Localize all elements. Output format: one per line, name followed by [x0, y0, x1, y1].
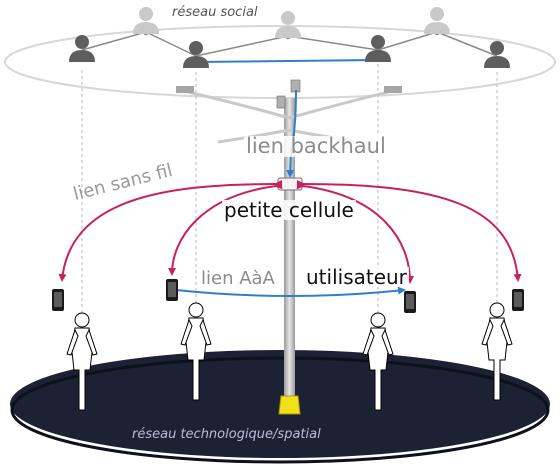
antenna	[276, 95, 286, 109]
pole	[284, 98, 295, 398]
user-label: utilisateur	[304, 265, 409, 289]
phone-icon	[512, 289, 524, 311]
small-cell-box	[277, 177, 303, 191]
social-network-label: réseau social	[172, 5, 258, 20]
technological-network-disk-edge	[10, 356, 550, 464]
social-d2d-link	[195, 59, 379, 63]
social-person	[484, 41, 510, 68]
social-person-faded	[133, 7, 159, 34]
phone-icon	[404, 291, 416, 313]
street-lamp-right	[384, 86, 402, 93]
pole-base	[278, 395, 301, 415]
street-lamp-left	[176, 86, 194, 93]
social-person-faded	[424, 7, 450, 34]
phone-icon	[52, 289, 64, 311]
phone-icon	[166, 279, 178, 301]
d2d-link-label: lien AàA	[199, 268, 277, 289]
technological-network-label: réseau technologique/spatial	[132, 427, 321, 442]
d2d-link	[169, 285, 406, 297]
backhaul-link-label: lien backhaul	[244, 134, 388, 158]
small-cell-label: petite cellule	[222, 198, 356, 222]
wireless-links	[58, 179, 522, 284]
social-person-faded	[275, 11, 301, 38]
